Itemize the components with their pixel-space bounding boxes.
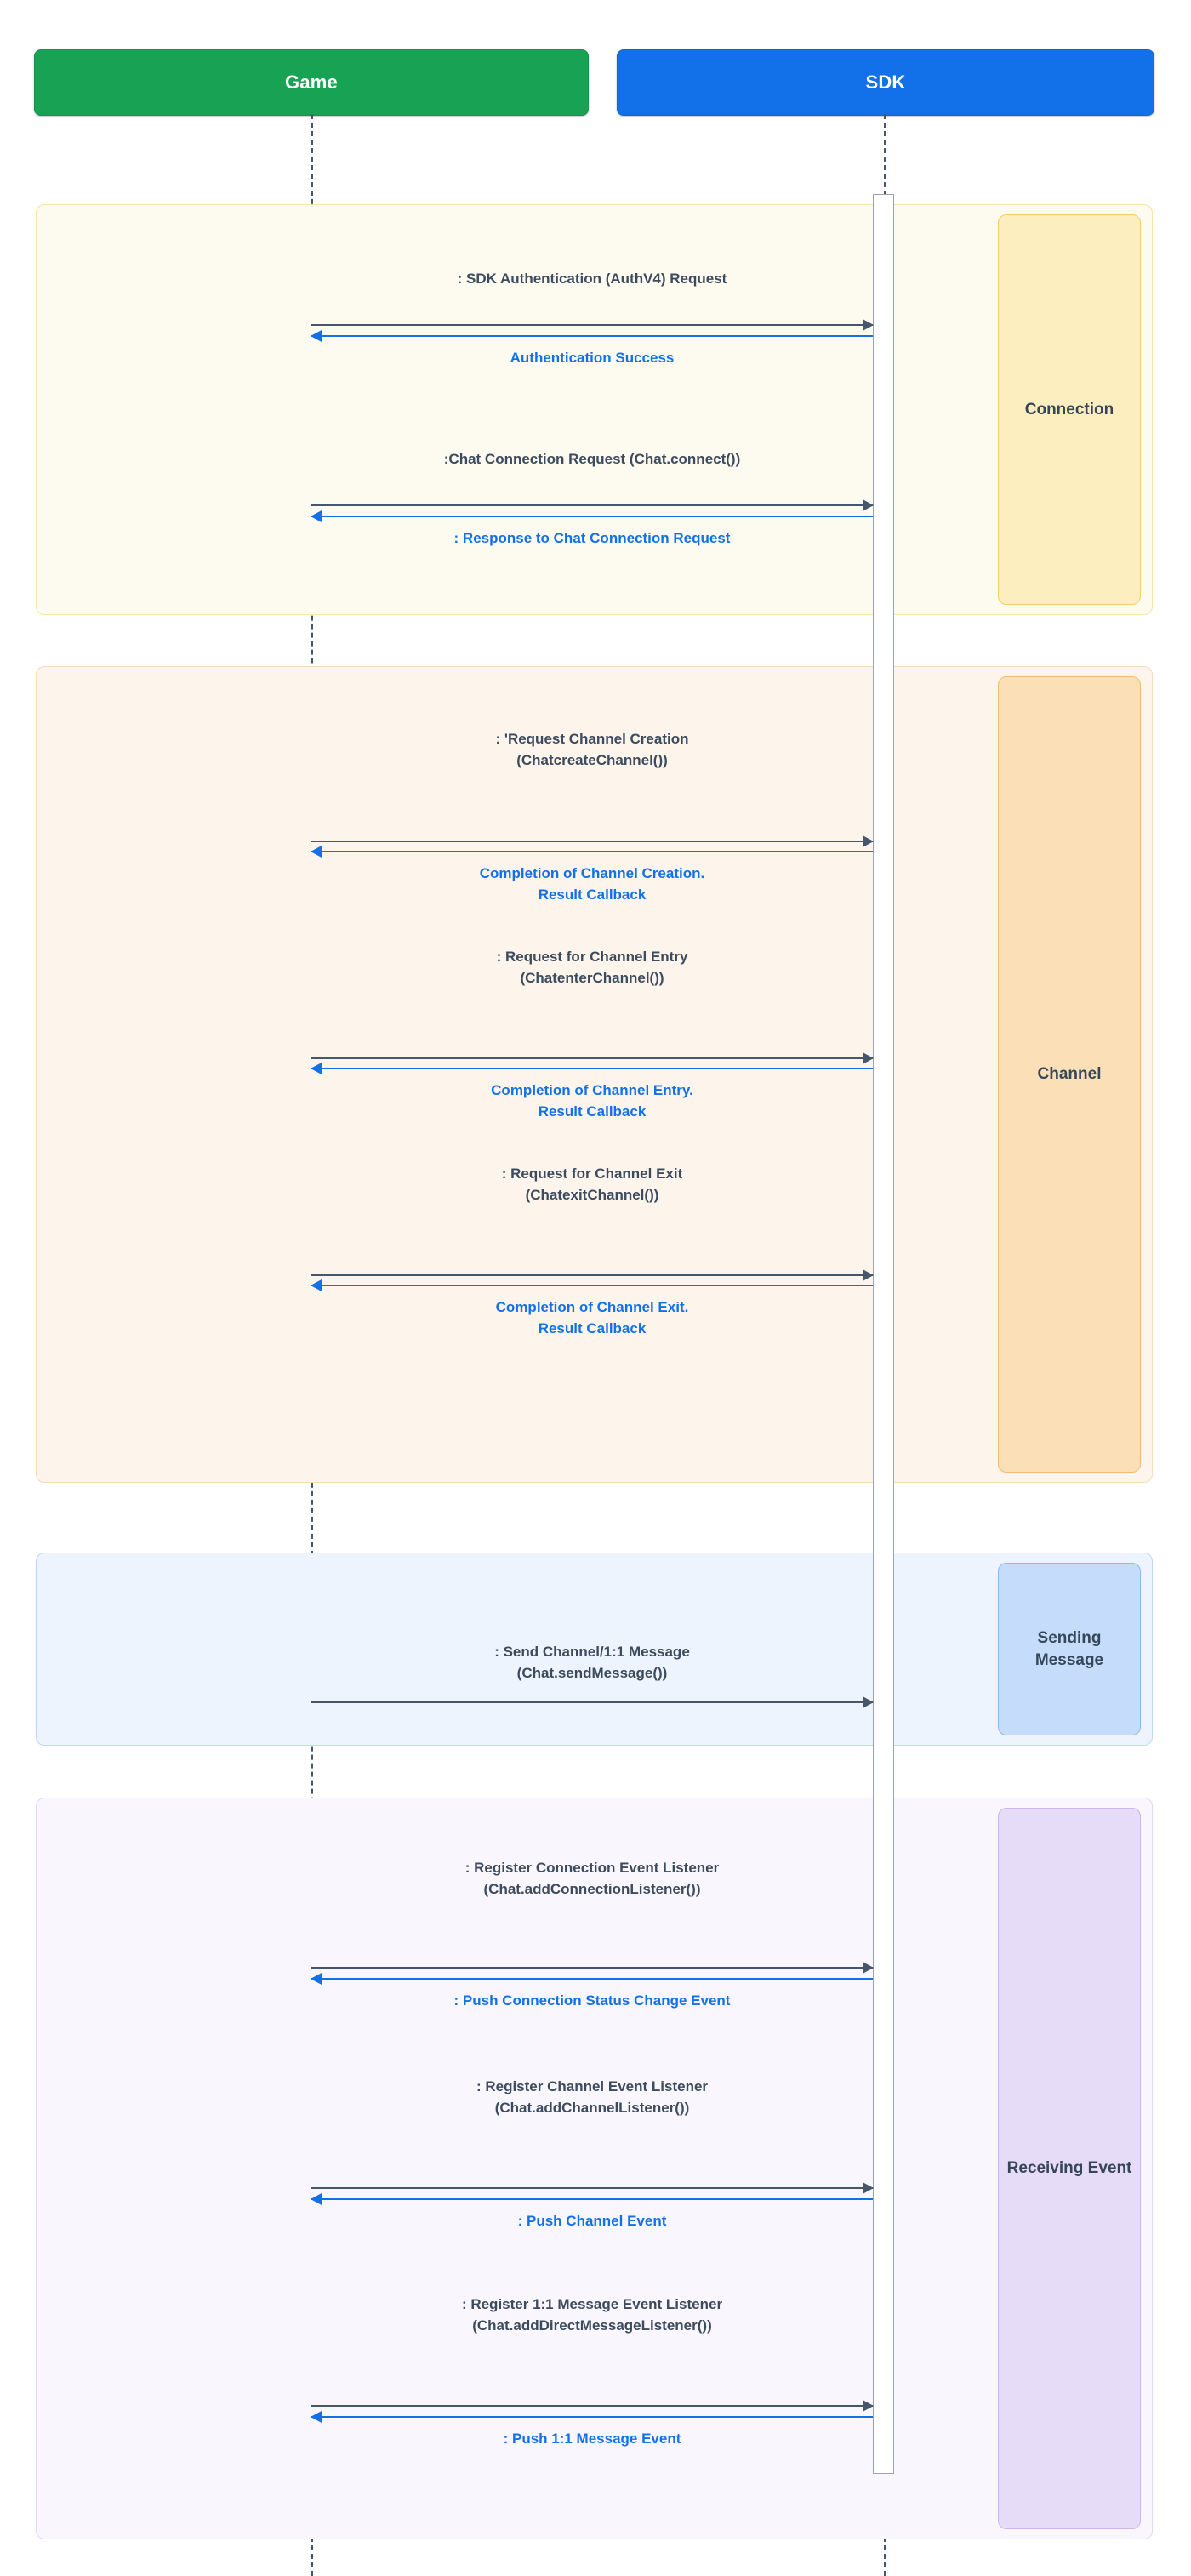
message-label: : Response to Chat Connection Request — [311, 528, 873, 550]
message-arrow-res — [311, 1973, 873, 1985]
message-arrow-req — [311, 499, 874, 511]
message-label: : Request for Channel Exit (ChatexitChann… — [311, 1164, 873, 1205]
participant-game-label: Game — [285, 71, 338, 93]
arrow-head-icon — [311, 330, 322, 342]
message-label: : Push Connection Status Change Event — [311, 1991, 873, 2012]
message-arrow-res — [311, 330, 873, 342]
message-label-line: : Register 1:1 Message Event Listener — [461, 2296, 723, 2312]
message-arrow-req — [311, 2182, 874, 2194]
message-label-line: : Push Channel Event — [517, 2213, 667, 2229]
arrow-head-icon — [863, 1696, 874, 1708]
message-label-line: (Chat.sendMessage()) — [516, 1664, 668, 1681]
message-arrow-res — [311, 846, 873, 858]
note-channel: Channel — [998, 676, 1141, 1473]
arrow-head-icon — [863, 2400, 874, 2412]
message-label: : SDK Authentication (AuthV4) Request — [311, 269, 873, 290]
arrow-head-icon — [863, 835, 874, 847]
message-label-line: (Chat.addConnectionListener()) — [483, 1880, 701, 1897]
section-band-receiving-event — [36, 1798, 1153, 2539]
message-label-line: (ChatcreateChannel()) — [516, 751, 668, 768]
message-label-line: : Register Channel Event Listener — [476, 2078, 709, 2094]
arrow-head-icon — [311, 510, 322, 522]
message-label-line: :Chat Connection Request (Chat.connect()… — [443, 451, 741, 467]
participant-sdk-label: SDK — [865, 71, 906, 93]
message-label-line: : Push 1:1 Message Event — [503, 2431, 681, 2447]
note-connection: Connection — [998, 214, 1141, 605]
message-label: Completion of Channel Entry. Result Callb… — [311, 1080, 873, 1122]
arrow-head-icon — [311, 1063, 322, 1074]
arrow-head-icon — [863, 1269, 874, 1281]
message-label-line: Result Callback — [538, 886, 647, 903]
message-arrow-res — [311, 2411, 873, 2423]
arrow-head-icon — [863, 2182, 874, 2194]
message-label-line: Completion of Channel Entry. — [491, 1082, 693, 1098]
note-channel-label: Channel — [1037, 1065, 1102, 1084]
message-label: : Push Channel Event — [311, 2211, 873, 2232]
message-label-line: : 'Request Channel Creation — [495, 731, 689, 747]
arrow-head-icon — [311, 1279, 322, 1291]
message-label: Authentication Success — [311, 348, 873, 369]
message-label: Completion of Channel Exit. Result Callba… — [311, 1297, 873, 1339]
message-label: Completion of Channel Creation. Result Ca… — [311, 863, 873, 905]
message-arrow-req — [311, 1962, 874, 1974]
message-label: : Register Channel Event Listener (Chat.a… — [311, 2077, 873, 2118]
message-label-line: Result Callback — [538, 1103, 647, 1120]
message-label-line: : Request for Channel Exit — [501, 1165, 683, 1182]
section-band-channel — [36, 666, 1153, 1483]
note-receiving-event: Receiving Event — [998, 1808, 1141, 2529]
message-label-line: : SDK Authentication (AuthV4) Request — [457, 271, 727, 287]
message-arrow-res — [311, 1279, 873, 1291]
arrow-head-icon — [311, 2411, 322, 2423]
message-arrow-req — [311, 1696, 874, 1708]
message-label-line: Completion of Channel Exit. — [495, 1299, 689, 1315]
note-sending-message-label: Sending Message — [1034, 1628, 1104, 1669]
arrow-head-icon — [311, 846, 322, 858]
note-sending-message: Sending Message — [998, 1563, 1141, 1735]
message-arrow-res — [311, 1063, 873, 1074]
message-label-line: : Send Channel/1:1 Message — [494, 1644, 690, 1660]
message-arrow-req — [311, 1052, 874, 1064]
message-label-line: : Register Connection Event Listener — [464, 1860, 720, 1876]
arrow-head-icon — [863, 1962, 874, 1974]
message-label-line: : Push Connection Status Change Event — [453, 1992, 731, 2009]
message-label: : Register 1:1 Message Event Listener (Ch… — [311, 2294, 873, 2336]
message-arrow-res — [311, 510, 873, 522]
message-label-line: Completion of Channel Creation. — [479, 865, 705, 881]
participant-game[interactable]: Game — [34, 49, 589, 116]
section-band-sending-message — [36, 1553, 1153, 1746]
participant-sdk[interactable]: SDK — [617, 49, 1154, 116]
message-label: : Register Connection Event Listener (Cha… — [311, 1858, 873, 1900]
section-band-connection — [36, 204, 1153, 615]
message-arrow-req — [311, 1269, 874, 1281]
message-label-line: : Response to Chat Connection Request — [453, 530, 731, 546]
message-label: :Chat Connection Request (Chat.connect()… — [311, 449, 873, 470]
arrow-head-icon — [863, 1052, 874, 1064]
message-label: : 'Request Channel Creation (ChatcreateCh… — [311, 729, 873, 771]
message-arrow-req — [311, 835, 874, 847]
message-label-line: Authentication Success — [510, 350, 675, 366]
message-label-line: (Chat.addChannelListener()) — [494, 2099, 690, 2116]
message-label-line: : Request for Channel Entry — [496, 949, 688, 965]
message-label: : Request for Channel Entry (ChatenterCha… — [311, 947, 873, 989]
activation-bar-sdk — [873, 194, 894, 2474]
message-arrow-req — [311, 319, 874, 331]
note-receiving-event-label: Receiving Event — [1006, 2159, 1132, 2178]
note-connection-label: Connection — [1024, 400, 1114, 419]
message-label-line: Result Callback — [538, 1319, 647, 1336]
message-label-line: (ChatenterChannel()) — [520, 969, 664, 986]
message-label-line: (Chat.addDirectMessageListener()) — [472, 2317, 712, 2334]
message-arrow-req — [311, 2400, 874, 2412]
message-label: : Send Channel/1:1 Message (Chat.sendMess… — [311, 1642, 873, 1684]
message-label: : Push 1:1 Message Event — [311, 2429, 873, 2450]
message-label-line: (ChatexitChannel()) — [525, 1186, 659, 1203]
message-arrow-res — [311, 2193, 873, 2205]
arrow-head-icon — [311, 2193, 322, 2205]
arrow-head-icon — [311, 1973, 322, 1985]
arrow-head-icon — [863, 319, 874, 331]
arrow-head-icon — [863, 499, 874, 511]
